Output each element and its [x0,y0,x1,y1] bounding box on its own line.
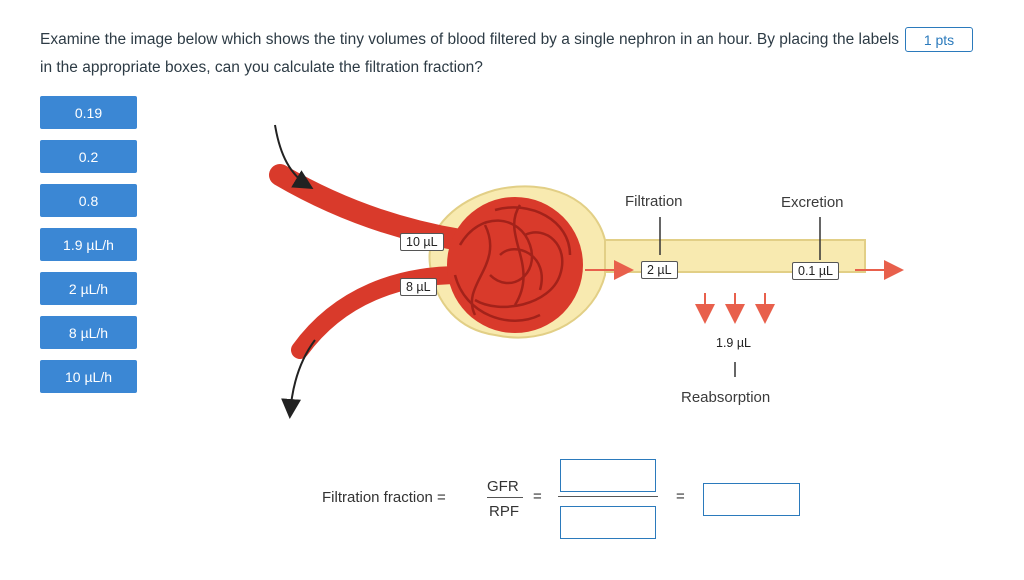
fraction-bar-small [487,497,523,498]
reabsorption-label: Reabsorption [681,389,771,406]
option-chip-10[interactable]: 10 µL/h [40,360,137,393]
glomerulus [447,197,583,333]
equals-sign-2: = [676,488,685,505]
reabsorbed-volume: 1.9 µL [716,336,752,350]
option-chip-1.9[interactable]: 1.9 µL/h [40,228,137,261]
gfr-label: GFR [487,478,519,495]
outflow-arrow [281,339,316,419]
efferent-volume: 8 µL [400,278,437,296]
filtered-volume: 2 µL [641,261,678,279]
inflow-arrow [274,124,314,190]
option-chip-0.8[interactable]: 0.8 [40,184,137,217]
fraction-bar [558,496,658,497]
excreted-volume: 0.1 µL [792,262,840,280]
glomerulus-loops [453,204,572,322]
option-chip-0.19[interactable]: 0.19 [40,96,137,129]
nephron-diagram [269,124,904,419]
option-chip-2[interactable]: 2 µL/h [40,272,137,305]
afferent-volume: 10 µL [400,233,444,251]
excretion-label: Excretion [781,194,844,211]
filtration-label: Filtration [625,193,683,210]
option-chip-8[interactable]: 8 µL/h [40,316,137,349]
equals-sign-1: = [533,488,542,505]
rpf-label: RPF [489,503,519,520]
question-text: Examine the image below which shows the … [40,31,900,76]
points-badge: 1 pts [905,27,973,52]
option-chip-0.2[interactable]: 0.2 [40,140,137,173]
numerator-drop-box[interactable] [560,459,656,492]
filtration-fraction-label: Filtration fraction = [322,489,446,506]
result-drop-box[interactable] [703,483,800,516]
denominator-drop-box[interactable] [560,506,656,539]
efferent-arteriole [291,266,469,359]
